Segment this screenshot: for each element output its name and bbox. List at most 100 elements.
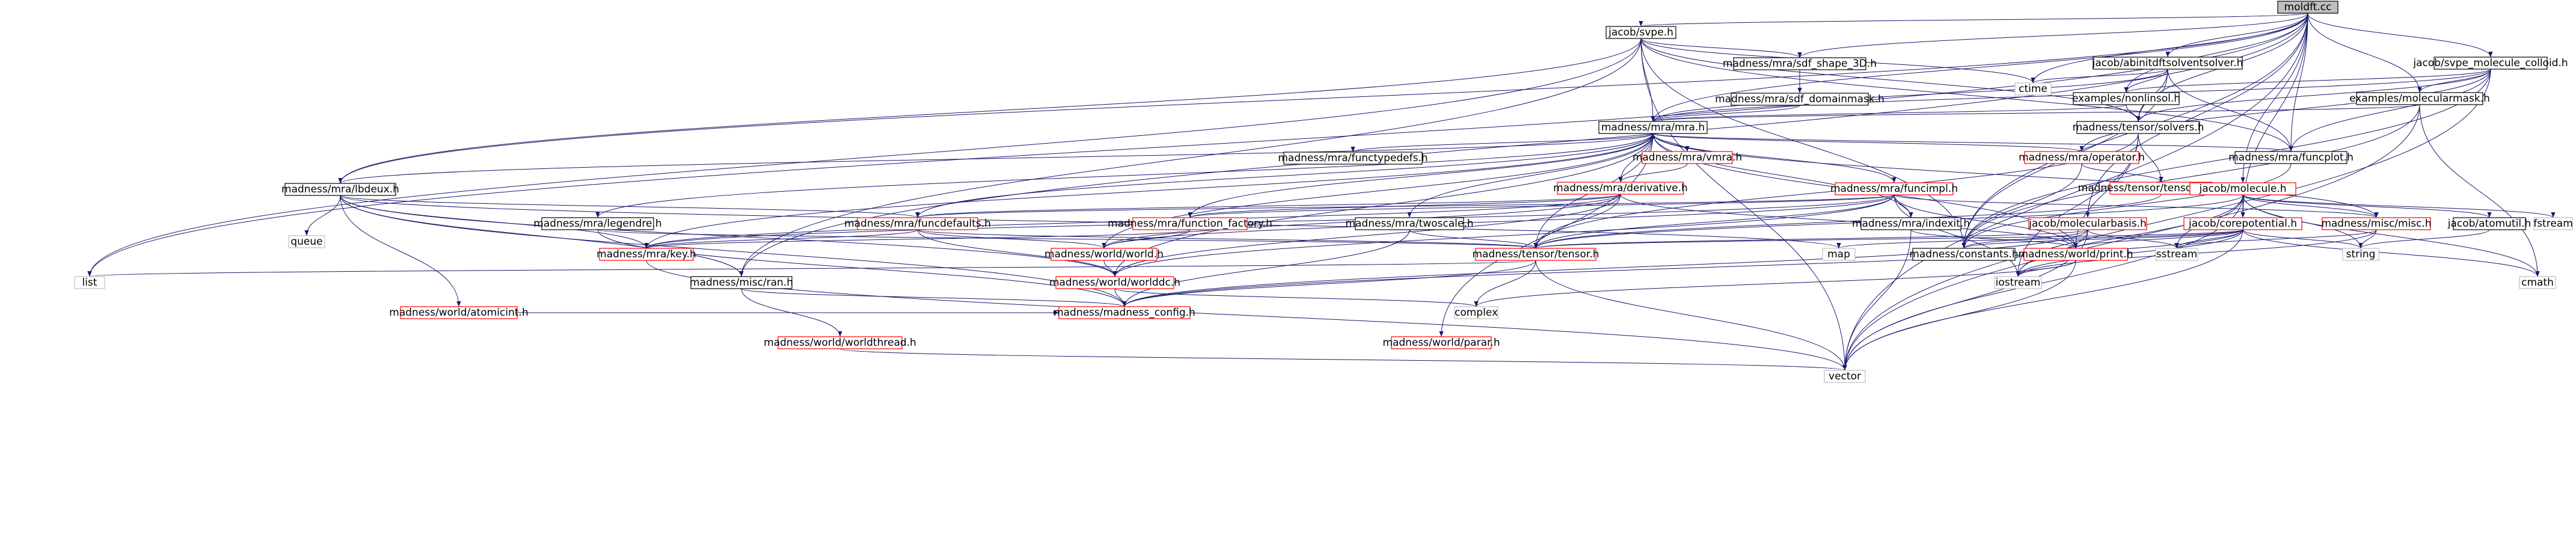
header-node[interactable]: madness/misc/ran.h xyxy=(690,276,793,289)
external-header-node: string xyxy=(2342,248,2379,261)
include-edge xyxy=(2242,229,2540,277)
header-node[interactable]: examples/nonlinsol.h xyxy=(2072,92,2180,105)
include-edge xyxy=(1640,38,2141,122)
header-node[interactable]: madness/world/world.h xyxy=(1044,248,1164,261)
include-edge xyxy=(2358,229,2490,249)
include-edge xyxy=(2124,13,2308,93)
include-edge xyxy=(1618,133,1654,183)
node-box xyxy=(1355,217,1464,230)
include-edge xyxy=(915,133,1654,218)
header-node[interactable]: madness/mra/key.h xyxy=(596,248,696,261)
header-node[interactable]: madness/mra/sdf_domainmask.h xyxy=(1715,93,1884,106)
header-node[interactable]: madness/tensor/solvers.h xyxy=(2073,121,2204,134)
header-node[interactable]: examples/molecularmask.h xyxy=(2349,92,2490,105)
external-header-node: queue xyxy=(288,235,325,248)
header-node[interactable]: moldft.cc xyxy=(2277,1,2338,14)
header-node[interactable]: madness/mra/twoscale.h xyxy=(1345,217,1474,230)
node-label: queue xyxy=(290,236,322,248)
header-node[interactable]: madness/mra/mra.h xyxy=(1598,121,1708,134)
include-edge xyxy=(88,260,1536,277)
include-edge xyxy=(338,38,1642,184)
header-node[interactable]: madness/world/worlddc.h xyxy=(1049,276,1180,289)
header-node[interactable]: jacob/svpe.h xyxy=(1605,26,1676,39)
include-edge xyxy=(2031,13,2308,84)
external-header-node: map xyxy=(1822,248,1856,261)
include-edge xyxy=(2016,229,2243,277)
node-box xyxy=(599,248,694,261)
header-node[interactable]: madness/mra/indexit.h xyxy=(1852,217,1970,230)
include-edge xyxy=(1652,133,2379,218)
include-edge xyxy=(2242,194,2379,218)
include-edge xyxy=(739,38,1642,277)
node-box xyxy=(1642,151,1733,164)
node-label: examples/molecularmask.h xyxy=(2349,93,2490,105)
include-edge xyxy=(1533,194,1621,249)
header-node[interactable]: jacob/molecule.h xyxy=(2189,182,2296,195)
include-edge xyxy=(2307,13,2493,58)
include-edge xyxy=(1842,229,1912,371)
header-node[interactable]: madness/mra/functypedefs.h xyxy=(1278,152,1428,165)
external-header-node: fstream xyxy=(2533,217,2573,230)
include-edge xyxy=(338,13,2308,184)
node-box xyxy=(2076,121,2200,134)
external-header-node: cmath xyxy=(2519,276,2556,289)
include-edge xyxy=(340,195,461,307)
header-node[interactable]: madness/world/print.h xyxy=(2018,248,2133,261)
include-edge xyxy=(644,194,1895,249)
header-node[interactable]: jacob/corepotential.h xyxy=(2183,217,2302,230)
header-node[interactable]: madness/world/worldthread.h xyxy=(764,336,916,349)
external-header-node: ctime xyxy=(2014,82,2052,96)
header-node[interactable]: jacob/abinitdftsolventsolver.h xyxy=(2092,57,2243,70)
node-label: madness/misc/ran.h xyxy=(690,277,793,289)
external-header-node: complex xyxy=(1454,306,1498,319)
include-edge xyxy=(2307,13,2422,93)
node-box xyxy=(1454,306,1498,319)
include-edge xyxy=(2016,194,2243,277)
include-edge xyxy=(1122,229,2088,307)
header-node[interactable]: madness/mra/funcimpl.h xyxy=(1830,182,1958,195)
header-node[interactable]: madness/tensor/tensor.h xyxy=(1472,248,1599,261)
header-node[interactable]: madness/mra/lbdeux.h xyxy=(281,183,399,196)
include-edge xyxy=(1533,194,1895,249)
include-edge xyxy=(1474,260,1536,307)
node-label: madness/mra/twoscale.h xyxy=(1345,218,1473,230)
node-box xyxy=(2342,248,2379,261)
header-node[interactable]: madness/world/atomicint.h xyxy=(389,306,529,319)
header-node[interactable]: madness/mra/vmra.h xyxy=(1633,151,1742,164)
header-node[interactable]: jacob/svpe_molecule_colloid.h xyxy=(2412,57,2568,70)
include-edge xyxy=(1114,288,1127,307)
node-box xyxy=(1475,248,1596,261)
header-node[interactable]: madness/misc/misc.h xyxy=(2321,217,2432,230)
include-edge xyxy=(1474,260,2076,307)
header-node[interactable]: madness/mra/operator.h xyxy=(2019,151,2145,164)
node-label: madness/mra/funcimpl.h xyxy=(1830,183,1958,195)
node-label: moldft.cc xyxy=(2284,1,2332,13)
header-node[interactable]: madness/constants.h xyxy=(1909,248,2019,261)
include-edge xyxy=(644,229,1191,249)
header-node[interactable]: madness/mra/sdf_shape_3D.h xyxy=(1723,57,1877,70)
header-node[interactable]: madness/mra/derivative.h xyxy=(1553,182,1688,195)
header-node[interactable]: madness/mra/funcplot.h xyxy=(2228,151,2354,164)
header-node[interactable]: madness/madness_config.h xyxy=(1053,306,1195,319)
include-edge xyxy=(1842,104,2420,371)
header-node[interactable]: jacob/atomutil.h xyxy=(2447,217,2532,230)
include-edge xyxy=(1102,229,1191,249)
node-label: string xyxy=(2346,248,2376,260)
include-edge xyxy=(916,194,1895,218)
node-box xyxy=(690,276,793,289)
include-edge xyxy=(2417,69,2491,93)
header-node[interactable]: jacob/molecularbasis.h xyxy=(2028,217,2147,230)
include-edge xyxy=(1188,194,1621,218)
header-node[interactable]: madness/mra/function_factory.h xyxy=(1108,217,1272,230)
header-node[interactable]: madness/world/parar.h xyxy=(1382,336,1500,349)
include-edge xyxy=(2073,229,2243,249)
include-edge xyxy=(1103,260,1117,277)
header-node[interactable]: madness/mra/funcdefaults.h xyxy=(844,217,991,230)
include-edge xyxy=(1640,38,1802,58)
include-edge xyxy=(1533,194,2162,249)
include-edge xyxy=(2174,229,2377,249)
header-node[interactable]: madness/mra/legendre.h xyxy=(533,217,662,230)
node-label: jacob/svpe_molecule_colloid.h xyxy=(2412,57,2568,69)
node-label: jacob/atomutil.h xyxy=(2447,218,2532,230)
